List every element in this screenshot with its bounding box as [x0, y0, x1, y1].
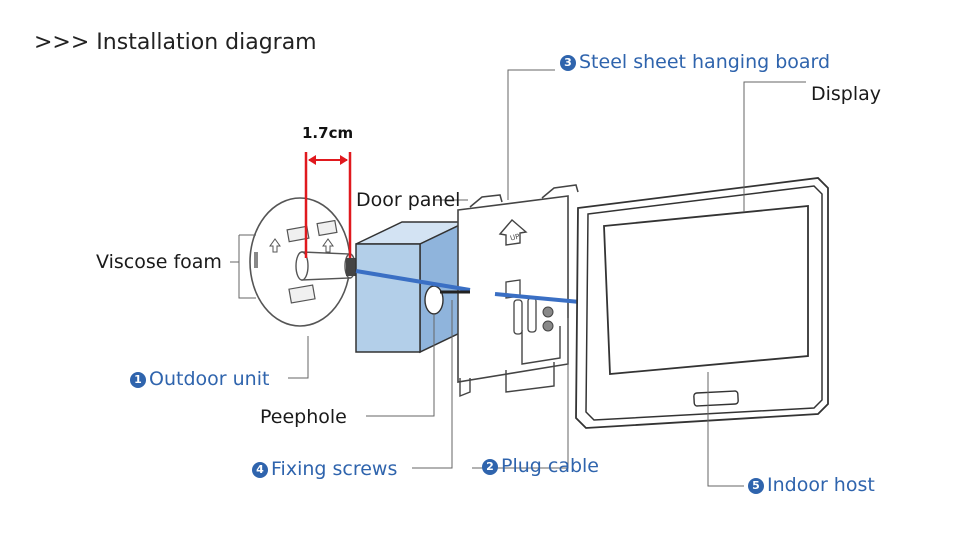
leader-lines: [230, 69, 806, 487]
label-viscose-foam: Viscose foam: [96, 251, 222, 273]
up-arrow-text: UP: [509, 232, 520, 242]
badge-steel-sheet: 3: [560, 55, 576, 71]
label-steel-sheet-text: Steel sheet hanging board: [579, 51, 831, 73]
page-title: >>> Installation diagram: [34, 30, 317, 55]
label-peephole: Peephole: [260, 406, 347, 428]
indoor-host: [575, 177, 829, 429]
badge-indoor-host: 5: [748, 478, 764, 494]
badge-outdoor-unit: 1: [130, 372, 146, 388]
label-door-panel: Door panel: [356, 189, 461, 211]
label-plug-cable-text: Plug cable: [501, 455, 599, 477]
badge-fixing-screws: 4: [252, 462, 268, 478]
dimension-label: 1.7cm: [302, 124, 354, 142]
peephole-cylinder: [295, 251, 356, 281]
badge-plug-cable: 2: [482, 459, 498, 475]
label-fixing-screws-text: Fixing screws: [271, 458, 398, 480]
label-outdoor-unit-text: Outdoor unit: [149, 368, 270, 390]
dimension-marker: [304, 152, 352, 258]
plug-cable: [355, 269, 581, 304]
steel-sheet-board: UP: [457, 184, 579, 398]
label-display: Display: [811, 83, 882, 105]
label-indoor-host-text: Indoor host: [767, 474, 875, 496]
